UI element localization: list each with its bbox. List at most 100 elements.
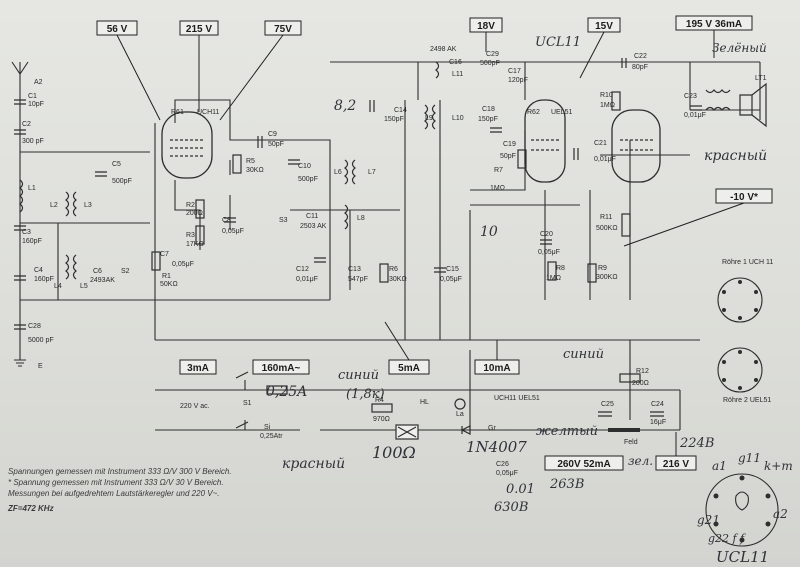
label-C11: C11 bbox=[306, 213, 318, 220]
label-R3v: 17KΩ bbox=[186, 241, 204, 248]
socket-uel51 bbox=[717, 347, 763, 393]
label-C15v: 0,05μF bbox=[440, 276, 462, 283]
label-L1: L1 bbox=[28, 185, 36, 192]
label-216v: 216 V bbox=[663, 459, 689, 470]
label-Feld: Feld bbox=[624, 439, 638, 446]
hand-yellow: желтый bbox=[536, 424, 598, 439]
label-E: E bbox=[38, 363, 43, 370]
hand-blue-right: синий bbox=[563, 347, 604, 362]
label-C5v: 500pF bbox=[112, 178, 132, 185]
label-R12v: 200Ω bbox=[632, 380, 649, 387]
box-3ma bbox=[179, 359, 217, 375]
label-R9: R9 bbox=[598, 265, 607, 272]
label-15v: 15V bbox=[595, 21, 613, 32]
label-R2v: 200Ω bbox=[186, 210, 203, 217]
label-C23v: 0,01μF bbox=[684, 112, 706, 119]
label-LT1: LT1 bbox=[755, 75, 767, 82]
label-C6v: 2493AK bbox=[90, 277, 115, 284]
component-labels: A2 C1 10pF C2 300 pF L1 C3 160pF C4 160p… bbox=[22, 46, 773, 477]
box-160ma bbox=[252, 359, 310, 375]
label-C28: C28 bbox=[28, 323, 41, 330]
label-C14: C14 bbox=[394, 107, 407, 114]
label-R8v: 1MΩ bbox=[546, 275, 561, 282]
hand-fuse: 0,25A bbox=[266, 384, 307, 400]
label-18v: 18V bbox=[477, 21, 495, 32]
label-R11: R11 bbox=[600, 214, 612, 221]
hand-224v: 224В bbox=[679, 436, 714, 451]
label-R11v: 500KΩ bbox=[596, 225, 618, 232]
label-HL: HL bbox=[420, 399, 429, 406]
label-C21: C21 bbox=[594, 140, 607, 147]
label-5ma: 5mA bbox=[398, 363, 420, 374]
label-L5: L5 bbox=[80, 283, 88, 290]
label-215v: 215 V bbox=[186, 24, 212, 35]
label-L9: L9 bbox=[425, 115, 433, 122]
hand-c001: 0.01 bbox=[506, 482, 535, 497]
label-160ma: 160mA~ bbox=[262, 363, 301, 374]
label-260v: 260V 52mA bbox=[557, 459, 610, 470]
hand-diode: 1N4007 bbox=[466, 438, 527, 456]
label-C29: C29 bbox=[486, 51, 499, 58]
label-C1: C1 bbox=[28, 93, 37, 100]
note-if-frequency: ZF=472 KHz bbox=[8, 504, 54, 513]
hand-pin-km: k+m bbox=[764, 459, 793, 473]
hand-pin-g21: g21 bbox=[697, 513, 720, 527]
label-C20v: 0,05μF bbox=[538, 249, 560, 256]
hand-pin-g22: g22 f f bbox=[708, 532, 746, 545]
label-C26v: 0,05μF bbox=[496, 470, 518, 477]
label-R62: R62 bbox=[527, 109, 540, 116]
label-C13v: 547pF bbox=[348, 276, 368, 283]
label-R5: R5 bbox=[246, 158, 255, 165]
label-C12v: 0,01μF bbox=[296, 276, 318, 283]
hand-res-100: 100Ω bbox=[372, 443, 416, 462]
label-C9: C9 bbox=[268, 131, 277, 138]
label-C14v: 150pF bbox=[384, 116, 404, 123]
label-C24v: 16μF bbox=[650, 419, 666, 426]
label-10ma: 10mA bbox=[483, 363, 510, 374]
label-C19v: 50pF bbox=[500, 153, 516, 160]
label-C2: C2 bbox=[22, 121, 31, 128]
label-75v: 75V bbox=[274, 24, 292, 35]
measurement-notes: Spannungen gemessen mit Instrument 333 Ω… bbox=[8, 466, 318, 514]
socket-ucl11 bbox=[705, 473, 779, 547]
label-R61: R61 bbox=[171, 109, 184, 116]
tube-envelopes bbox=[161, 99, 661, 183]
label-R9v: 300KΩ bbox=[596, 274, 618, 281]
label-C25: C25 bbox=[601, 401, 614, 408]
label-L10: L10 bbox=[452, 115, 464, 122]
handwritten-notes: UCL11 Зелёный красный синий синий (1,8к)… bbox=[266, 35, 793, 566]
label-R8: R8 bbox=[556, 265, 565, 272]
hand-red-bottom: красный bbox=[282, 456, 345, 472]
hand-red-right: красный bbox=[704, 148, 767, 164]
note-line: * Spannung gemessen mit Instrument 333 Ω… bbox=[8, 478, 224, 487]
label-L3: L3 bbox=[84, 202, 92, 209]
label-C3: C3 bbox=[22, 229, 31, 236]
label-L2: L2 bbox=[50, 202, 58, 209]
label-C21v: 0,01μF bbox=[594, 156, 616, 163]
label-UCH11: UCH11 bbox=[197, 109, 220, 116]
label-S1: S1 bbox=[243, 400, 252, 407]
label-56v: 56 V bbox=[107, 24, 128, 35]
label-C17v: 120pF bbox=[508, 77, 528, 84]
label-3ma: 3mA bbox=[187, 363, 209, 374]
hand-c10: 10 bbox=[480, 224, 498, 240]
hand-263v: 263В bbox=[549, 477, 584, 492]
label-C17: C17 bbox=[508, 68, 521, 75]
label-C18: C18 bbox=[482, 106, 495, 113]
voltage-boxes: 56 V 215 V 75V 18V 15V 195 V 36mA -10 V*… bbox=[96, 15, 773, 471]
label-2498AK: 2498 AK bbox=[430, 46, 457, 53]
hand-ucl11-top: UCL11 bbox=[535, 35, 581, 50]
tube-sockets bbox=[705, 277, 779, 547]
label-C15: C15 bbox=[446, 266, 459, 273]
label-R10: R10 bbox=[600, 92, 613, 99]
hand-630v: 630В bbox=[494, 500, 528, 515]
label-195v: 195 V 36mA bbox=[686, 19, 742, 30]
pointer-arrows bbox=[116, 30, 745, 456]
label-C11v: 2503 AK bbox=[300, 223, 327, 230]
hand-c82: 8,2 bbox=[334, 98, 356, 114]
label-C2v: 300 pF bbox=[22, 138, 44, 145]
label-C23: C23 bbox=[684, 93, 697, 100]
label-C12: C12 bbox=[296, 266, 309, 273]
label-R7v: 1MΩ bbox=[490, 185, 505, 192]
